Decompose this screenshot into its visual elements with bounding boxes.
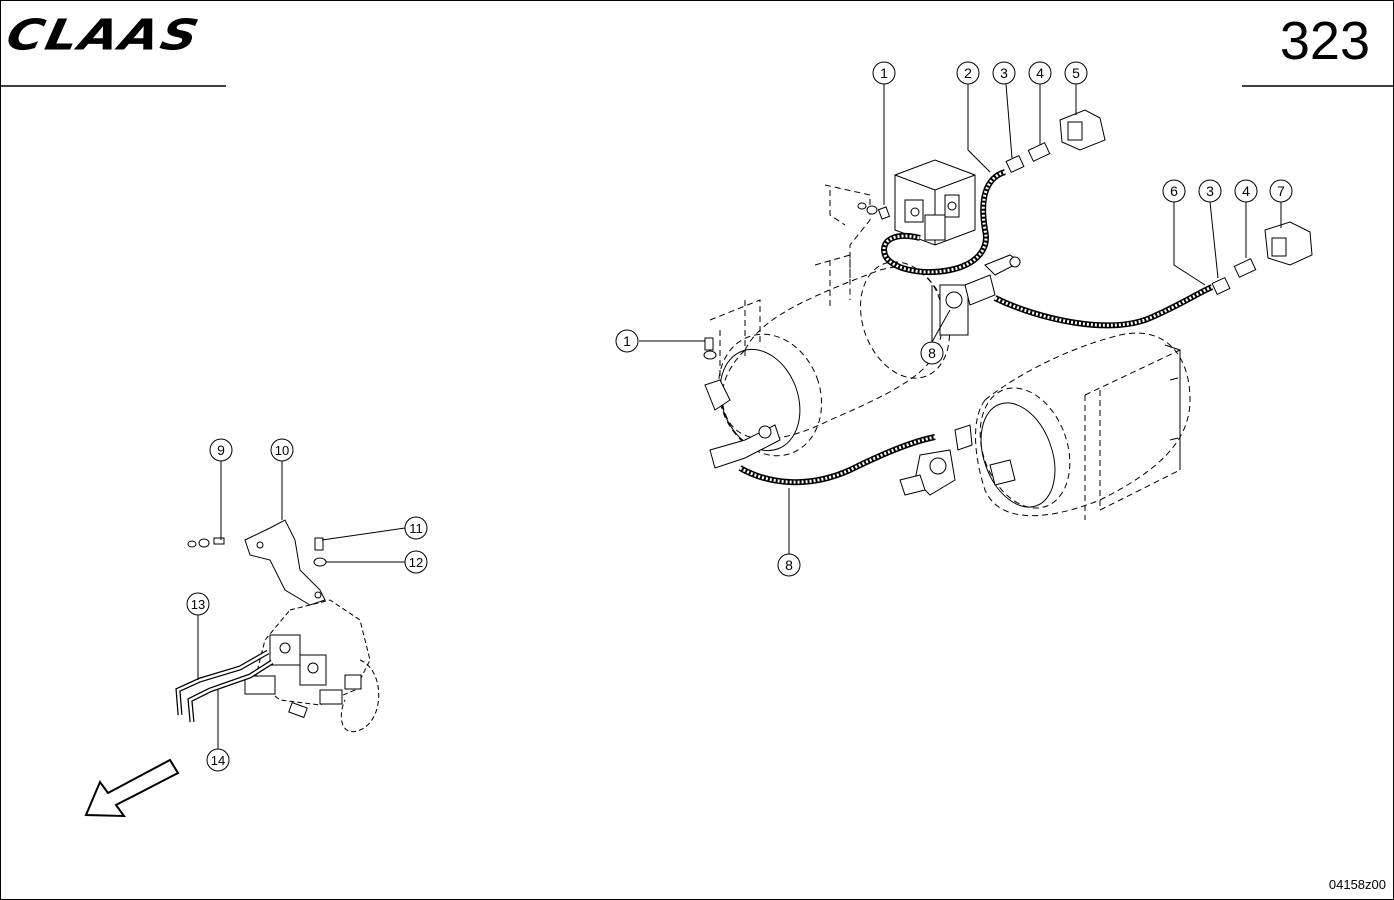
callout-13: 13	[186, 592, 210, 616]
svg-text:8: 8	[785, 557, 793, 573]
callout-1-left: 1	[615, 329, 639, 353]
callout-10: 10	[270, 438, 294, 462]
hose-pipes	[738, 169, 1214, 486]
fittings-top	[1005, 109, 1313, 296]
callout-5: 5	[1064, 61, 1088, 85]
bolts-top	[857, 202, 891, 220]
left-air-tank	[709, 184, 950, 457]
svg-text:12: 12	[409, 555, 423, 570]
svg-text:5: 5	[1072, 65, 1080, 81]
svg-text:3: 3	[1206, 183, 1214, 199]
svg-text:6: 6	[1170, 183, 1178, 199]
svg-text:3: 3	[1000, 65, 1008, 81]
callout-12: 12	[404, 550, 428, 574]
callout-8-low: 8	[777, 553, 801, 577]
callout-7: 7	[1269, 179, 1293, 203]
valve-block	[894, 159, 976, 336]
valve-cluster-small	[244, 599, 380, 733]
svg-text:1: 1	[623, 333, 631, 349]
callout-6: 6	[1162, 179, 1186, 203]
callout-2: 2	[956, 61, 980, 85]
right-air-tank	[975, 332, 1191, 520]
page-number: 323	[1279, 11, 1370, 71]
direction-arrow	[84, 758, 180, 818]
svg-text:14: 14	[211, 753, 225, 768]
fittings-misc	[703, 254, 1021, 496]
svg-text:4: 4	[1036, 65, 1044, 81]
svg-text:2: 2	[964, 65, 972, 81]
drawing-code: 04158z00	[1328, 877, 1386, 892]
svg-text:10: 10	[275, 443, 289, 458]
callout-14: 14	[206, 748, 230, 772]
callout-3-top: 3	[992, 61, 1016, 85]
svg-text:9: 9	[217, 442, 225, 458]
svg-text:1: 1	[880, 65, 888, 81]
callout-11: 11	[404, 516, 428, 540]
leader-lines	[197, 83, 1282, 749]
pipes-13-14	[175, 649, 274, 723]
callout-3-right: 3	[1198, 179, 1222, 203]
callout-1-top: 1	[872, 61, 896, 85]
bracket-assembly	[187, 519, 327, 606]
svg-text:4: 4	[1242, 183, 1250, 199]
callout-8-mid: 8	[920, 341, 944, 365]
callout-4-top: 4	[1028, 61, 1052, 85]
callout-4-right: 4	[1234, 179, 1258, 203]
callout-9: 9	[209, 438, 233, 462]
svg-text:7: 7	[1277, 183, 1285, 199]
svg-text:13: 13	[191, 597, 205, 612]
svg-text:11: 11	[409, 521, 423, 536]
svg-text:8: 8	[928, 345, 936, 361]
